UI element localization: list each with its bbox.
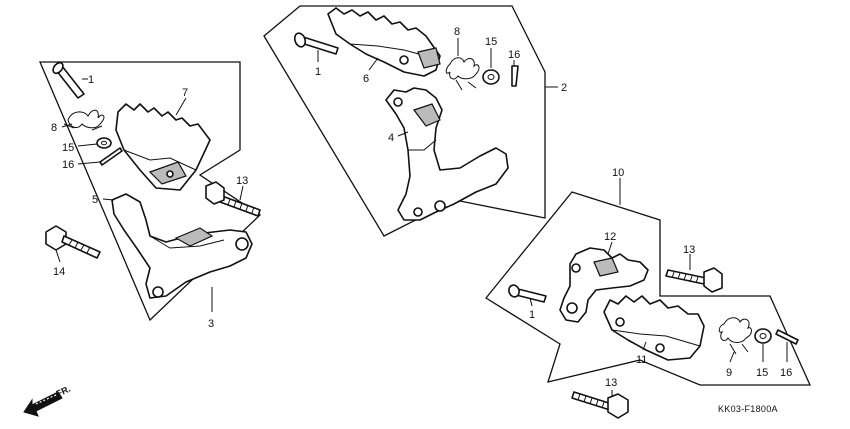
spring-part-8-left bbox=[63, 109, 105, 131]
group-3-outline bbox=[39, 61, 262, 322]
callout-16-middle: 16 bbox=[508, 49, 520, 61]
footpeg-part-7-left bbox=[115, 103, 211, 191]
pin-part-1-middle bbox=[293, 32, 339, 55]
cotter-pin-part-16-right bbox=[775, 329, 799, 345]
front-direction-arrow-icon bbox=[23, 391, 63, 417]
washer-part-15-middle bbox=[482, 69, 500, 85]
group-2-outline bbox=[263, 5, 546, 237]
callout-1-left: 1 bbox=[88, 74, 94, 86]
callout-8-left: 8 bbox=[51, 122, 57, 134]
callout-16-right: 16 bbox=[780, 367, 792, 379]
callout-13-right-upper: 13 bbox=[683, 244, 695, 256]
callout-7: 7 bbox=[182, 87, 188, 99]
callout-2: 2 bbox=[561, 82, 567, 94]
bracket-part-4 bbox=[385, 87, 509, 221]
group-10-outline bbox=[485, 191, 812, 386]
washer-part-15-right bbox=[754, 328, 772, 344]
bolt-part-14 bbox=[45, 225, 101, 259]
bolt-part-13-right-upper bbox=[665, 267, 723, 293]
callout-11: 11 bbox=[636, 354, 647, 366]
footpeg-part-11 bbox=[603, 295, 705, 361]
callout-1-middle: 1 bbox=[315, 66, 321, 78]
pin-part-1-right bbox=[508, 284, 547, 303]
bolt-part-13-left bbox=[205, 181, 261, 217]
callout-15-right: 15 bbox=[756, 367, 768, 379]
callout-9: 9 bbox=[726, 367, 732, 379]
callout-5: 5 bbox=[92, 194, 98, 206]
bracket-part-5-left bbox=[111, 193, 253, 299]
callout-15-left: 15 bbox=[62, 142, 74, 154]
callout-16-left: 16 bbox=[62, 159, 74, 171]
spring-part-8-middle bbox=[445, 57, 480, 91]
callout-8-middle: 8 bbox=[454, 26, 460, 38]
washer-part-15-left bbox=[96, 137, 112, 149]
pin-part-1-left bbox=[52, 61, 85, 99]
callout-12: 12 bbox=[604, 231, 616, 243]
cotter-pin-part-16-middle bbox=[511, 65, 519, 87]
footpeg-part-6 bbox=[327, 7, 441, 77]
callout-10: 10 bbox=[612, 167, 624, 179]
bolt-part-13-right-lower bbox=[571, 391, 629, 419]
bracket-part-12 bbox=[559, 247, 649, 323]
cotter-pin-part-16-left bbox=[99, 147, 123, 166]
callout-13-left: 13 bbox=[236, 175, 248, 187]
callout-6: 6 bbox=[363, 73, 369, 85]
callout-4: 4 bbox=[388, 132, 394, 144]
callout-3: 3 bbox=[208, 318, 214, 330]
spring-part-9 bbox=[718, 317, 752, 355]
callout-15-middle: 15 bbox=[485, 36, 497, 48]
callout-13-right-lower: 13 bbox=[605, 377, 617, 389]
callout-14: 14 bbox=[53, 266, 65, 278]
callout-1-right: 1 bbox=[529, 309, 535, 321]
diagram-code: KK03-F1800A bbox=[718, 404, 778, 414]
front-direction-label: FR. bbox=[55, 384, 72, 399]
